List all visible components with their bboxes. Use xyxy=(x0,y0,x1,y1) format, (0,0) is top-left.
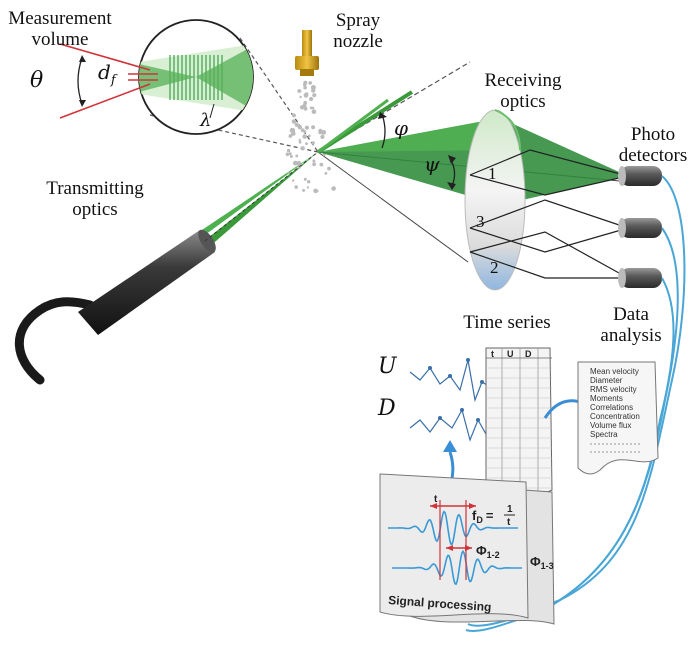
signal-phi12-label: Φ1-2 xyxy=(476,543,500,560)
d-symbol: D xyxy=(378,396,396,421)
spray-droplets xyxy=(285,80,336,194)
results-item: Diameter xyxy=(590,376,623,385)
laser-beam-upper xyxy=(190,152,318,243)
beam-exit-b xyxy=(317,98,389,154)
signal-fd-den: t xyxy=(507,517,511,528)
results-item: Moments xyxy=(590,394,623,403)
detector-rays xyxy=(469,149,629,279)
arrow-to-timeseries-head xyxy=(443,440,457,452)
photo-detector-3-icon xyxy=(618,268,662,288)
lens-rim xyxy=(494,109,521,151)
scatter-line-lower xyxy=(317,151,469,263)
signal-t-label: t xyxy=(434,494,438,505)
photo-detector-2-icon xyxy=(618,218,662,238)
laser-beam-lower xyxy=(195,152,318,255)
u-symbol: U xyxy=(378,354,397,379)
wavelength-symbol: λ xyxy=(200,110,212,131)
spray-nozzle-icon xyxy=(295,30,319,76)
measurement-volume-magnifier xyxy=(59,19,254,135)
fringe-spacing-symbol: df xyxy=(98,60,116,88)
detector-number-1: 1 xyxy=(488,164,497,183)
receiving-cone-highlight xyxy=(318,118,520,152)
signal-fd-label: fD= xyxy=(472,508,494,525)
phi-arrowhead xyxy=(378,112,387,119)
photo-detector-1-icon xyxy=(618,166,662,186)
transmitting-probe-icon xyxy=(14,151,319,385)
psi-arrowhead-top xyxy=(448,155,456,164)
theta-symbol: θ xyxy=(30,68,44,93)
results-item: Volume flux xyxy=(590,421,631,430)
signal-processing-panel: t fD= 1 t Φ1-2 Φ1-3 Signal processing xyxy=(379,473,555,625)
results-item: Spectra xyxy=(590,430,618,439)
results-item: Mean velocity xyxy=(590,367,639,376)
phi-symbol: φ xyxy=(394,116,409,140)
results-item: Correlations xyxy=(590,403,633,412)
time-series-table: t U D xyxy=(485,347,553,501)
detector-number-3: 3 xyxy=(476,212,485,231)
signal-fd-num: 1 xyxy=(507,504,513,515)
psi-arrowhead-bottom xyxy=(447,182,456,190)
reference-axis-dashed xyxy=(317,61,471,153)
psi-symbol: ψ xyxy=(424,152,440,176)
detector-number-2: 2 xyxy=(490,258,499,277)
table-header-d: D xyxy=(525,349,532,359)
table-header-t: t xyxy=(491,349,494,359)
table-header-u: U xyxy=(507,349,514,359)
time-series-label: Time series xyxy=(463,312,551,333)
signal-phi13-label: Φ1-3 xyxy=(530,554,554,571)
results-item: Concentration xyxy=(590,412,640,421)
results-item: RMS velocity xyxy=(590,385,637,394)
